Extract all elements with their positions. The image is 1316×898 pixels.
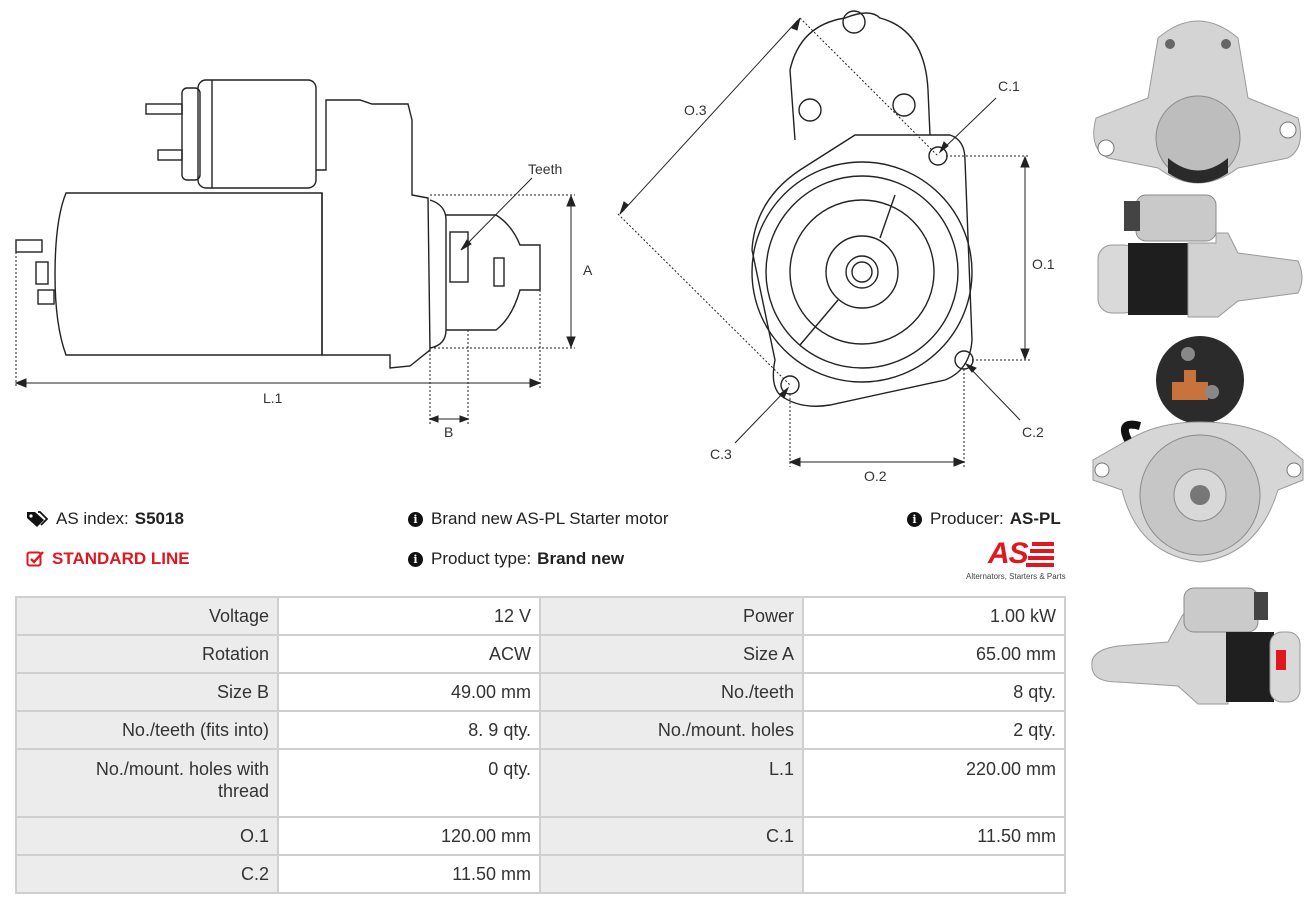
- spec-value: 0 qty.: [277, 748, 541, 818]
- table-row: Rotation ACW Size A 65.00 mm: [15, 634, 1066, 674]
- spec-value: 120.00 mm: [277, 816, 541, 856]
- producer-value: AS-PL: [1009, 509, 1061, 528]
- as-index-label: AS index:: [56, 509, 129, 528]
- info-circle-icon: i: [408, 511, 423, 527]
- dimension-o2-label: O.2: [864, 468, 887, 484]
- spec-key: O.1: [15, 816, 279, 856]
- spec-key: [539, 854, 804, 894]
- info-circle-icon: i: [408, 551, 423, 567]
- spec-value: 12 V: [277, 596, 541, 636]
- spec-value: 49.00 mm: [277, 672, 541, 712]
- spec-value: 2 qty.: [802, 710, 1066, 750]
- check-square-icon: [26, 551, 44, 567]
- table-row: O.1 120.00 mm C.1 11.50 mm: [15, 816, 1066, 856]
- dimension-o1-label: O.1: [1032, 256, 1055, 272]
- spec-key: No./teeth: [539, 672, 804, 712]
- product-description: i Brand new AS-PL Starter motor: [408, 509, 668, 529]
- spec-key: No./mount. holes: [539, 710, 804, 750]
- standard-line-label: STANDARD LINE: [52, 549, 190, 568]
- as-pl-logo-text: AS: [988, 537, 1029, 570]
- side-view-drawing: Teeth A L.1 B: [14, 79, 593, 440]
- product-photo-side-alt: [1091, 587, 1301, 705]
- spec-value: 65.00 mm: [802, 634, 1066, 674]
- table-row: Voltage 12 V Power 1.00 kW: [15, 596, 1066, 636]
- spec-value: 8 qty.: [802, 672, 1066, 712]
- table-row: No./teeth (fits into) 8. 9 qty. No./moun…: [15, 710, 1066, 750]
- spec-key: Voltage: [15, 596, 279, 636]
- spec-key-text: No./mount. holes with thread: [95, 759, 269, 801]
- dimension-c1-label: C.1: [998, 78, 1020, 94]
- dimension-c2-label: C.2: [1022, 424, 1044, 440]
- info-circle-icon: i: [907, 511, 922, 527]
- spec-key: Rotation: [15, 634, 279, 674]
- as-index: AS index: S5018: [26, 509, 184, 529]
- spec-key: L.1: [539, 748, 804, 818]
- product-photo-rear: [1092, 336, 1304, 563]
- teeth-label: Teeth: [528, 161, 562, 177]
- dimension-a-label: A: [583, 262, 593, 278]
- dimension-b-label: B: [444, 424, 453, 440]
- table-row: C.2 11.50 mm: [15, 854, 1066, 894]
- spec-key: C.1: [539, 816, 804, 856]
- tags-icon: [27, 511, 48, 527]
- product-type-label: Product type:: [431, 549, 532, 568]
- producer-label: Producer:: [930, 509, 1004, 528]
- product-description-text: Brand new AS-PL Starter motor: [431, 509, 669, 528]
- spec-key: No./teeth (fits into): [15, 710, 279, 750]
- dimension-l1-label: L.1: [263, 390, 283, 406]
- standard-line: STANDARD LINE: [26, 549, 190, 569]
- dimension-c3-label: C.3: [710, 446, 732, 462]
- as-index-value: S5018: [134, 509, 184, 528]
- product-photo-front: [1093, 20, 1301, 184]
- dimension-o3-label: O.3: [684, 102, 707, 118]
- spec-key: No./mount. holes with thread: [15, 748, 279, 818]
- spec-value: 11.50 mm: [277, 854, 541, 894]
- as-pl-logo-mark: AS: [988, 537, 1054, 570]
- table-row: No./mount. holes with thread 0 qty. L.1 …: [15, 748, 1066, 818]
- spec-value: 11.50 mm: [802, 816, 1066, 856]
- spec-key: Power: [539, 596, 804, 636]
- product-photo-side: [1097, 194, 1303, 318]
- spec-value: 8. 9 qty.: [277, 710, 541, 750]
- spec-value: [802, 854, 1066, 894]
- spec-table: Voltage 12 V Power 1.00 kW Rotation ACW …: [15, 596, 1066, 894]
- product-type: i Product type: Brand new: [408, 549, 624, 569]
- spec-key: Size A: [539, 634, 804, 674]
- table-row: Size B 49.00 mm No./teeth 8 qty.: [15, 672, 1066, 712]
- as-pl-logo: AS Alternators, Starters & Parts: [966, 537, 1070, 584]
- producer: i Producer: AS-PL: [907, 509, 1061, 529]
- spec-value: ACW: [277, 634, 541, 674]
- product-type-value: Brand new: [537, 549, 625, 568]
- front-view-drawing: O.3 C.1 O.1 C.2 C.3 O.2: [617, 10, 1055, 484]
- as-pl-logo-tagline: Alternators, Starters & Parts: [966, 572, 1066, 581]
- spec-value: 220.00 mm: [802, 748, 1066, 818]
- spec-key: Size B: [15, 672, 279, 712]
- spec-value: 1.00 kW: [802, 596, 1066, 636]
- spec-key: C.2: [15, 854, 279, 894]
